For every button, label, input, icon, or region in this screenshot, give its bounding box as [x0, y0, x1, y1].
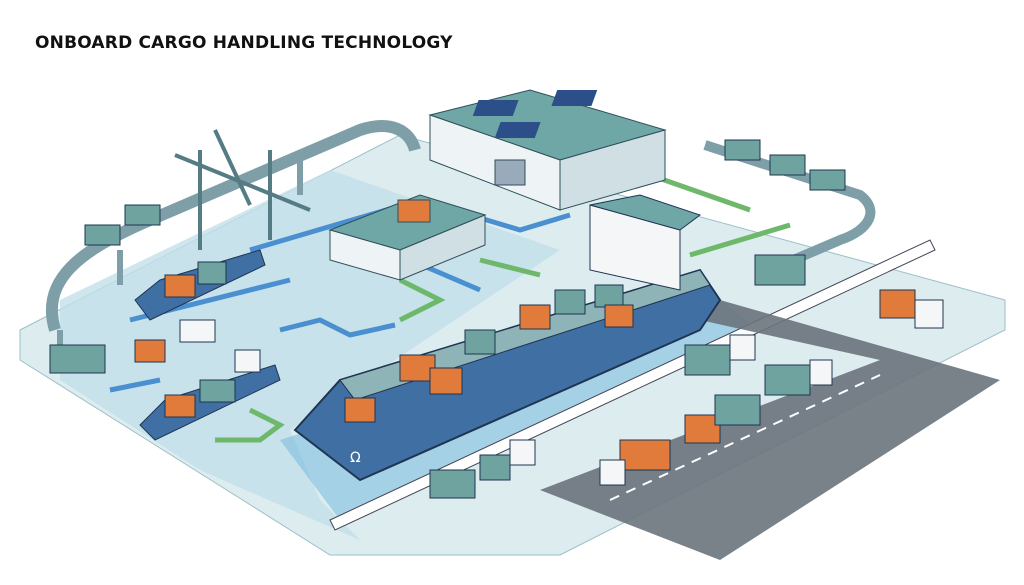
arrow-green-5 [215, 407, 285, 443]
arrow-green-4 [689, 222, 791, 258]
main-warehouse [428, 89, 667, 211]
truck [809, 169, 846, 191]
truck [764, 364, 811, 396]
truck [49, 344, 106, 374]
truck [619, 439, 671, 471]
truck [754, 254, 806, 286]
truck [729, 334, 756, 361]
arrow-green-2 [479, 257, 541, 278]
truck [684, 344, 731, 376]
ship-containers [344, 284, 634, 423]
truck [84, 224, 121, 246]
truck [479, 454, 511, 481]
arrow-green-1 [398, 277, 446, 323]
truck [124, 204, 161, 226]
truck [714, 394, 761, 426]
truck [879, 289, 916, 319]
svg-text:Ω: Ω [350, 450, 361, 466]
main-cargo-ship: Ω [293, 194, 722, 482]
small-ship-top [134, 249, 266, 321]
arrow-blue-5 [109, 377, 161, 393]
trucks [49, 139, 944, 499]
truck [599, 459, 626, 486]
road-marking [609, 374, 881, 501]
truck [809, 359, 833, 386]
gantry-crane [174, 129, 311, 250]
truck [914, 299, 944, 329]
truck [134, 339, 166, 363]
truck [769, 154, 806, 176]
small-warehouse [328, 194, 487, 281]
arrow-green-3 [649, 172, 751, 213]
truck [724, 139, 761, 161]
page-title: ONBOARD CARGO HANDLING TECHNOLOGY [35, 33, 453, 53]
arrow-blue-3 [279, 317, 396, 338]
right-conveyor [703, 140, 876, 275]
small-ship-bottom [139, 349, 281, 441]
truck [179, 319, 216, 343]
truck [509, 439, 536, 466]
truck [684, 414, 721, 444]
road [540, 300, 1000, 560]
truck [429, 469, 476, 499]
